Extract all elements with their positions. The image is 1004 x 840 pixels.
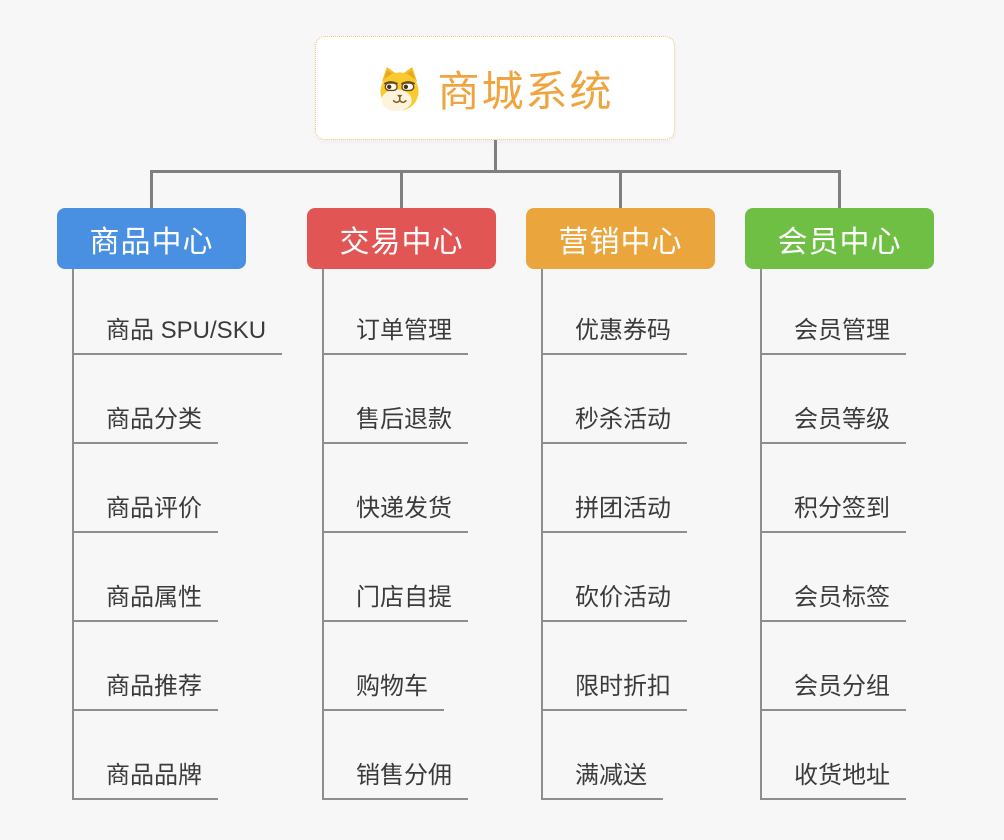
branch-product-center: 商品中心 商品 SPU/SKU 商品分类 商品评价 商品属性 商品推荐 商品品牌	[57, 208, 307, 808]
leaf-node[interactable]: 销售分佣	[322, 760, 468, 800]
connector-drop-marketing	[619, 170, 622, 208]
leaf-node[interactable]: 商品 SPU/SKU	[72, 315, 283, 355]
leaf-node[interactable]: 订单管理	[322, 315, 468, 355]
leaf-node[interactable]: 会员等级	[760, 404, 906, 444]
branch-spine	[541, 269, 543, 800]
branch-node-product-center[interactable]: 商品中心	[57, 208, 246, 269]
leaf-node[interactable]: 秒杀活动	[541, 404, 687, 444]
leaf-node[interactable]: 拼团活动	[541, 493, 687, 533]
branch-spine	[322, 269, 324, 800]
connector-bus	[150, 170, 841, 173]
leaf-node[interactable]: 快递发货	[322, 493, 468, 533]
leaf-node[interactable]: 售后退款	[322, 404, 468, 444]
leaf-node[interactable]: 购物车	[322, 671, 444, 711]
leaf-node[interactable]: 商品分类	[72, 404, 218, 444]
root-title: 商城系统	[437, 67, 614, 115]
leaf-node[interactable]: 积分签到	[760, 493, 906, 533]
leaf-node[interactable]: 优惠券码	[541, 315, 687, 355]
connector-drop-trade	[400, 170, 403, 208]
connector-drop-member	[838, 170, 841, 208]
leaf-node[interactable]: 商品属性	[72, 582, 218, 622]
branch-spine	[760, 269, 762, 800]
leaf-node[interactable]: 会员分组	[760, 671, 906, 711]
leaf-node[interactable]: 收货地址	[760, 760, 906, 800]
leaf-node[interactable]: 满减送	[541, 760, 663, 800]
branch-trade-center: 交易中心 订单管理 售后退款 快递发货 门店自提 购物车 销售分佣	[307, 208, 557, 808]
branch-node-member-center[interactable]: 会员中心	[745, 208, 934, 269]
root-node-mall-system[interactable]: 商城系统	[315, 36, 675, 140]
dog-icon	[380, 66, 420, 111]
leaf-node[interactable]: 商品评价	[72, 493, 218, 533]
leaf-node[interactable]: 限时折扣	[541, 671, 687, 711]
leaf-node[interactable]: 砍价活动	[541, 582, 687, 622]
branch-spine	[72, 269, 74, 800]
branch-member-center: 会员中心 会员管理 会员等级 积分签到 会员标签 会员分组 收货地址	[745, 208, 995, 808]
leaf-node[interactable]: 会员管理	[760, 315, 906, 355]
branch-node-marketing-center[interactable]: 营销中心	[526, 208, 715, 269]
connector-root-stem	[494, 140, 497, 171]
leaf-node[interactable]: 商品推荐	[72, 671, 218, 711]
leaf-node[interactable]: 商品品牌	[72, 760, 218, 800]
connector-drop-product	[150, 170, 153, 208]
branch-node-trade-center[interactable]: 交易中心	[307, 208, 496, 269]
leaf-node[interactable]: 会员标签	[760, 582, 906, 622]
leaf-node[interactable]: 门店自提	[322, 582, 468, 622]
branch-marketing-center: 营销中心 优惠券码 秒杀活动 拼团活动 砍价活动 限时折扣 满减送	[526, 208, 776, 808]
